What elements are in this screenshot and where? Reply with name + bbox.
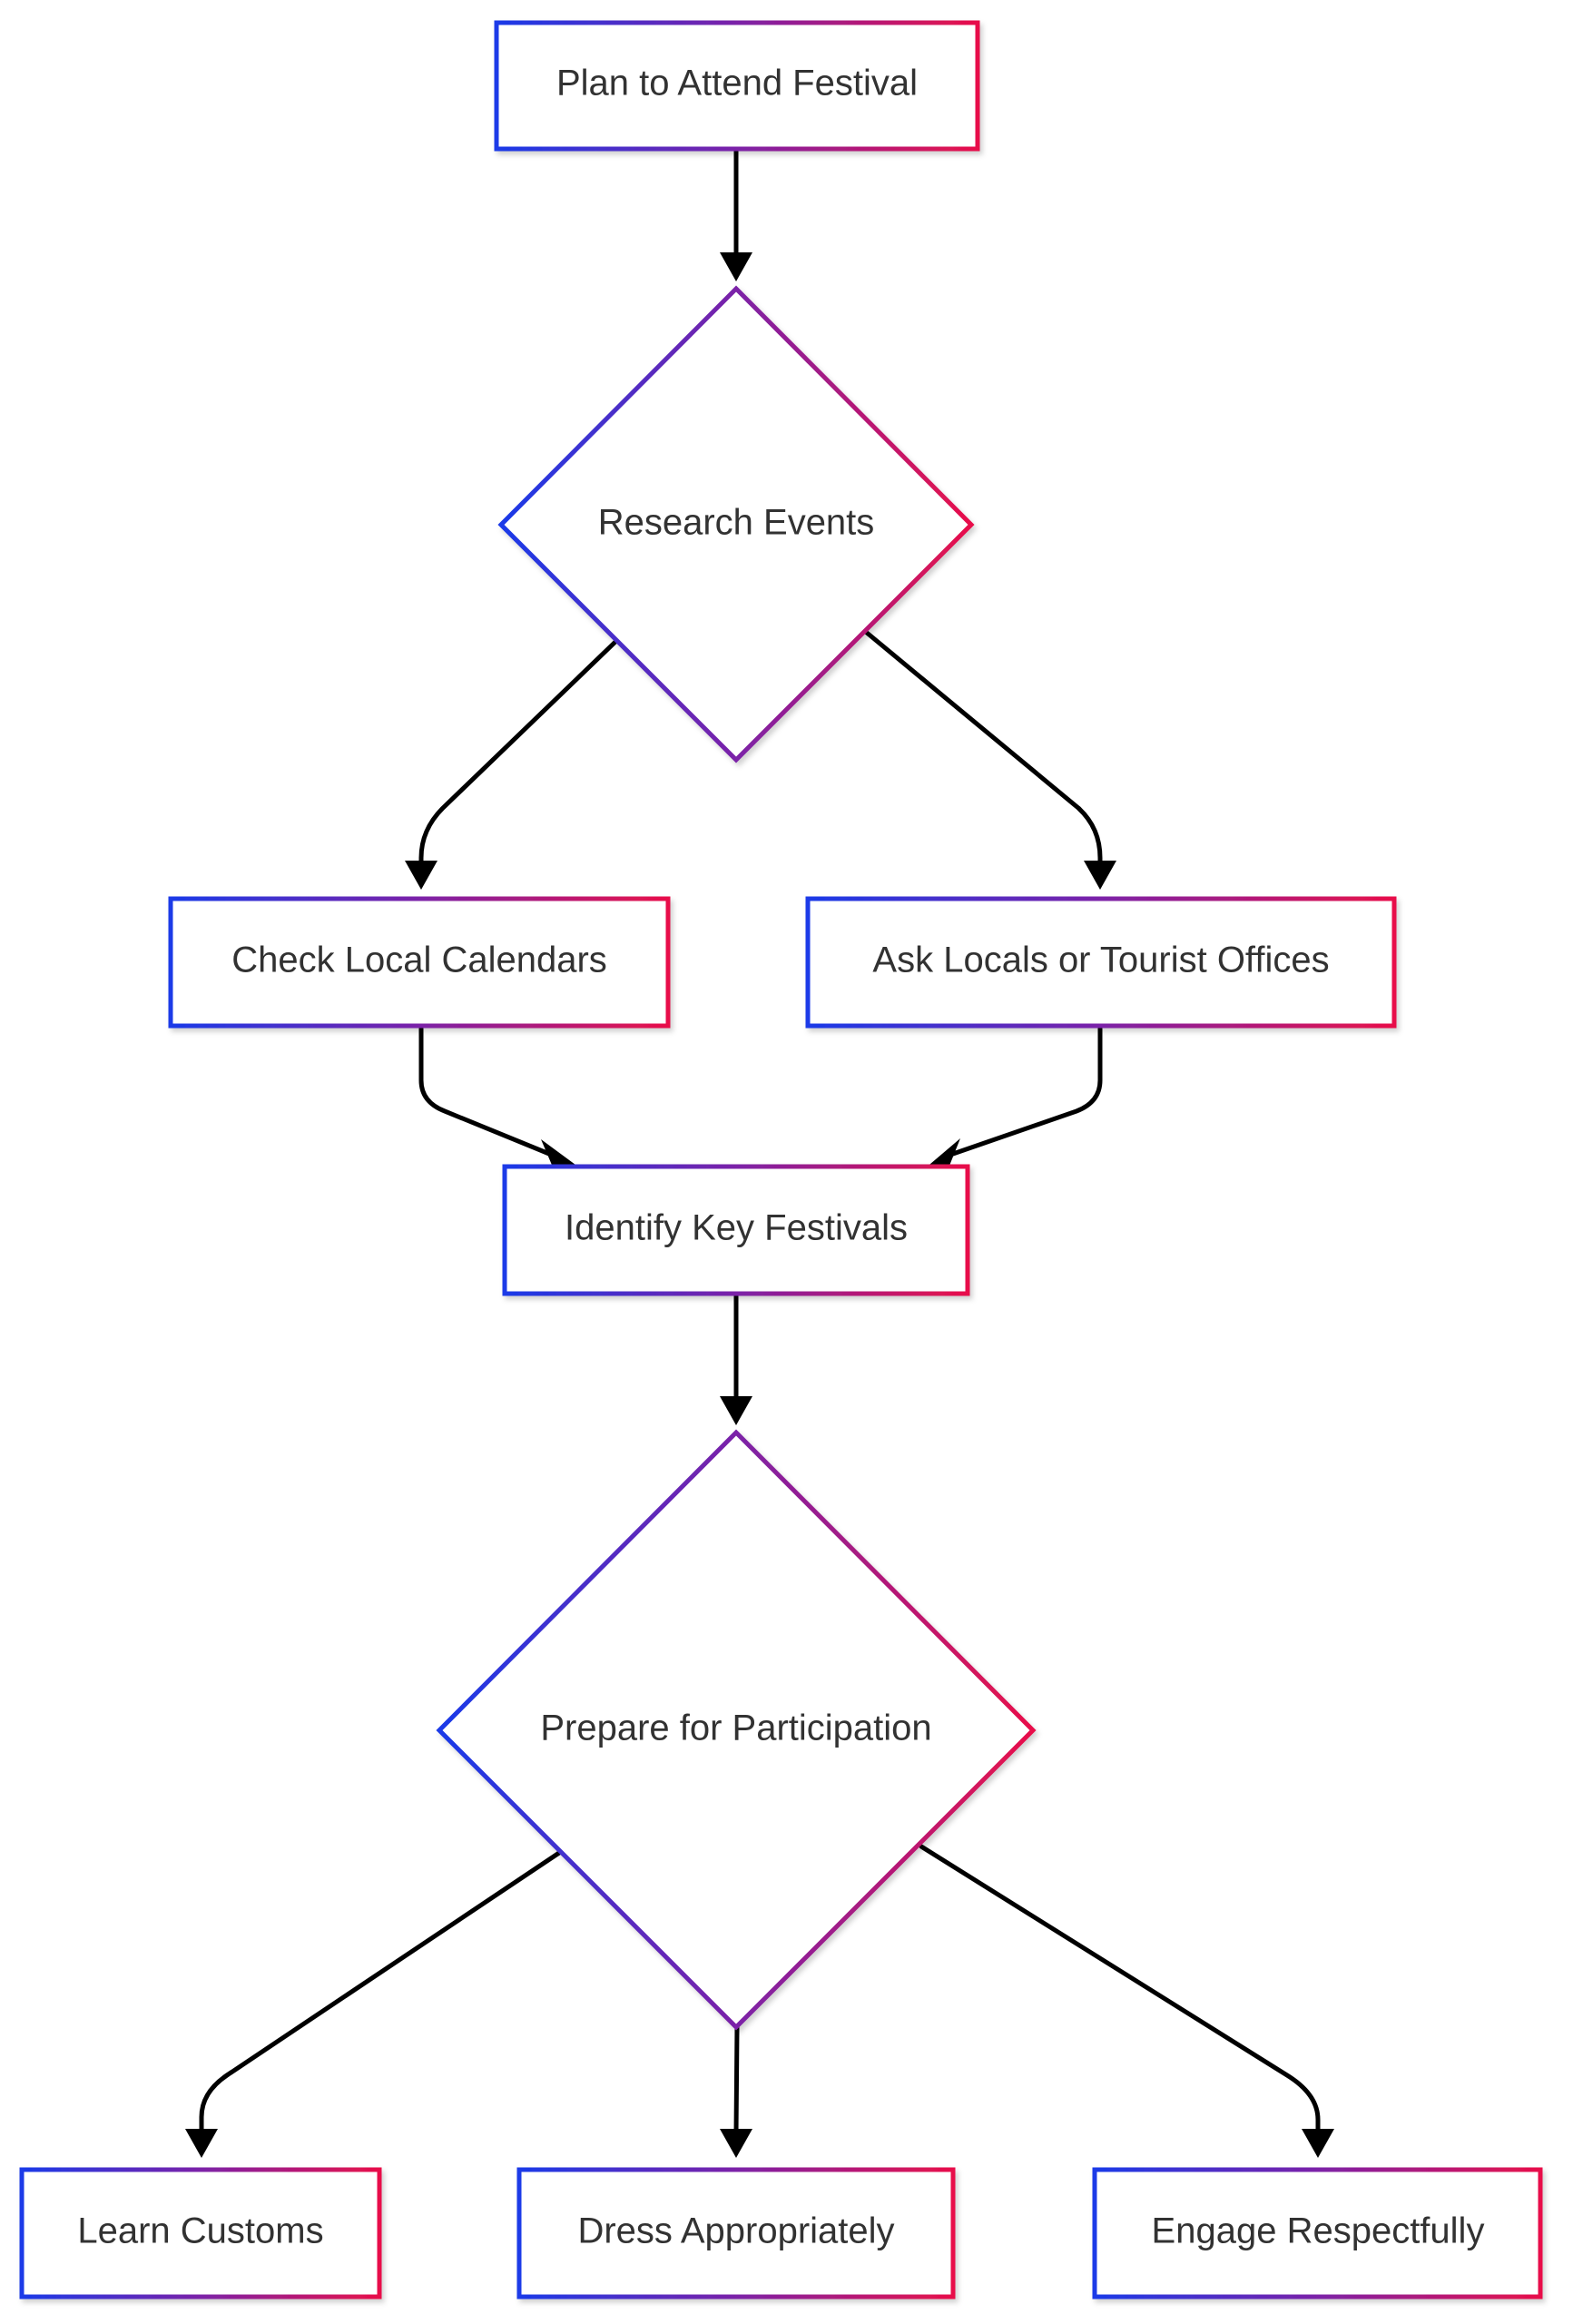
node-engage-box: [1092, 2167, 1543, 2299]
node-ask-box: [805, 896, 1397, 1029]
edge-ask-to-identify: [950, 1026, 1103, 1157]
arrow-identify-to-prepare: [720, 1396, 752, 1425]
node-engage-label: Engage Respectfully: [1152, 2211, 1485, 2251]
node-dress-label: Dress Appropriately: [577, 2211, 894, 2251]
edges: [185, 148, 1334, 2158]
node-dress[interactable]: Dress Appropriately: [516, 2167, 956, 2299]
arrow-calendars-to-identify: [541, 1139, 575, 1169]
node-calendars-label: Check Local Calendars: [231, 940, 607, 980]
node-customs-box: [19, 2167, 382, 2299]
node-identify[interactable]: Identify Key Festivals: [502, 1164, 970, 1296]
node-customs-label: Learn Customs: [77, 2211, 323, 2251]
edge-research-to-ask: [864, 630, 1103, 870]
node-research-diamond: [497, 285, 975, 763]
node-prepare-label: Prepare for Participation: [540, 1709, 931, 1748]
edge-research-to-calendars: [418, 638, 619, 870]
node-identify-box: [502, 1164, 970, 1296]
arrow-ask-to-identify: [924, 1138, 960, 1169]
node-calendars[interactable]: Check Local Calendars: [168, 896, 671, 1029]
node-research[interactable]: Research Events: [497, 285, 975, 763]
node-prepare-diamond: [436, 1429, 1037, 2031]
arrow-prepare-to-engage: [1302, 2129, 1334, 2158]
node-identify-label: Identify Key Festivals: [565, 1208, 908, 1248]
node-plan-box: [494, 20, 980, 152]
edge-calendars-to-identify: [418, 1026, 552, 1157]
arrow-prepare-to-dress: [720, 2129, 752, 2158]
node-prepare[interactable]: Prepare for Participation: [436, 1429, 1037, 2031]
edge-prepare-to-dress: [733, 2024, 740, 2136]
arrow-prepare-to-customs: [185, 2129, 218, 2158]
node-calendars-box: [168, 896, 671, 1029]
node-plan-label: Plan to Attend Festival: [556, 64, 918, 103]
arrow-research-to-calendars: [405, 861, 437, 890]
node-customs[interactable]: Learn Customs: [19, 2167, 382, 2299]
node-dress-box: [516, 2167, 956, 2299]
edge-prepare-to-customs: [199, 1850, 562, 2136]
arrow-plan-to-research: [720, 252, 752, 281]
node-ask-label: Ask Locals or Tourist Offices: [872, 940, 1329, 980]
node-ask[interactable]: Ask Locals or Tourist Offices: [805, 896, 1397, 1029]
arrow-research-to-ask: [1084, 861, 1116, 890]
node-research-label: Research Events: [598, 503, 875, 543]
node-plan[interactable]: Plan to Attend Festival: [494, 20, 980, 152]
node-engage[interactable]: Engage Respectfully: [1092, 2167, 1543, 2299]
edge-prepare-to-engage: [919, 1844, 1321, 2136]
